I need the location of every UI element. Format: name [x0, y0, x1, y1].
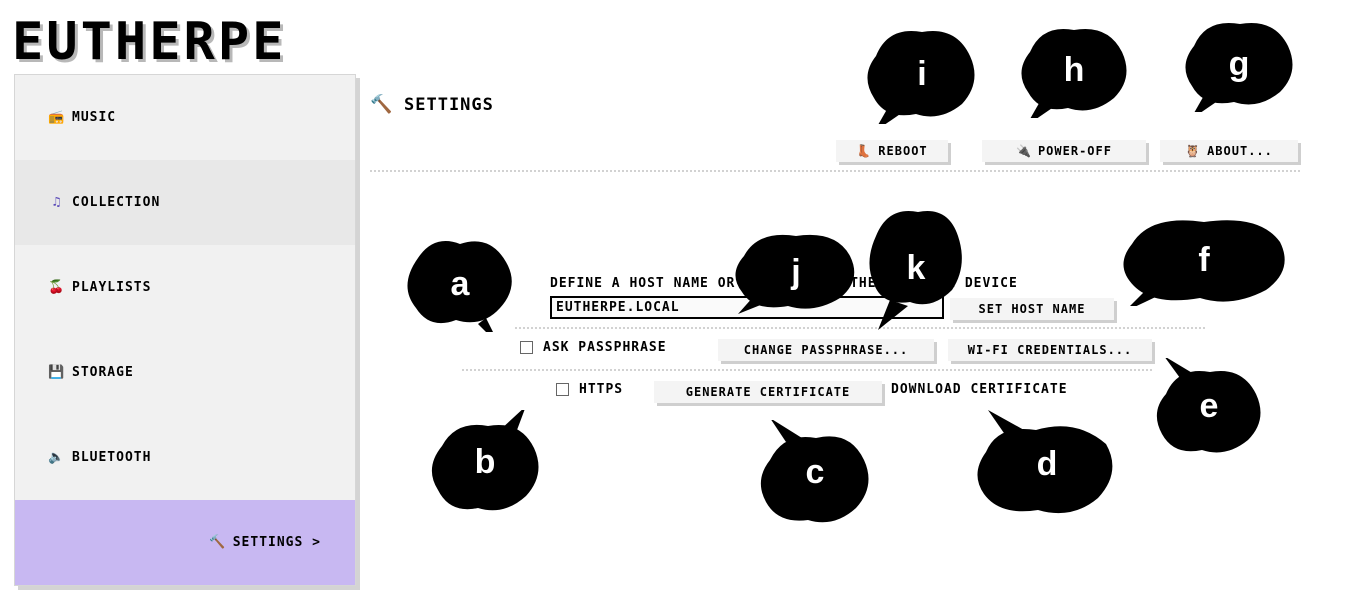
sidebar-item-label: BLUETOOTH [72, 450, 152, 465]
speaker-icon: 🔈 [48, 450, 66, 465]
sidebar-item-storage[interactable]: 💾 STORAGE [15, 330, 355, 415]
sidebar-item-label: PLAYLISTS [72, 280, 152, 295]
sidebar-item-playlists[interactable]: 🍒 PLAYLISTS [15, 245, 355, 330]
sidebar-item-label: STORAGE [72, 365, 134, 380]
ask-passphrase-row: ASK PASSPHRASE [520, 340, 667, 355]
header-divider [370, 170, 1300, 172]
annotation-marker: g [1184, 16, 1294, 120]
annotation-letter: e [1199, 386, 1219, 425]
app-logo: EUTHERPE [12, 12, 287, 72]
floppy-disk-icon: 💾 [48, 365, 66, 380]
power-off-label: POWER-OFF [1037, 144, 1112, 158]
radio-icon: 📻 [48, 110, 66, 125]
generate-certificate-label: GENERATE CERTIFICATE [685, 385, 851, 399]
annotation-letter: c [805, 452, 825, 491]
section-divider [462, 369, 1152, 371]
plug-icon: 🔌 [1016, 144, 1032, 158]
annotation-marker: h [1020, 22, 1128, 126]
owl-icon: 🦉 [1185, 144, 1202, 158]
cherries-icon: 🍒 [48, 280, 66, 295]
page-title: 🔨 SETTINGS [370, 94, 494, 115]
annotation-marker: f [1120, 214, 1288, 312]
annotation-marker: d [976, 410, 1118, 518]
sidebar-item-label: SETTINGS > [232, 535, 321, 550]
annotation-letter: a [450, 264, 470, 303]
sidebar-item-music[interactable]: 📻 MUSIC [15, 75, 355, 160]
https-label: HTTPS [579, 382, 624, 397]
https-row: HTTPS [556, 382, 623, 397]
sidebar-item-bluetooth[interactable]: 🔈 BLUETOOTH [15, 415, 355, 500]
set-host-name-button[interactable]: SET HOST NAME [950, 298, 1114, 320]
https-checkbox[interactable] [556, 383, 569, 396]
annotation-letter: h [1063, 50, 1085, 89]
change-passphrase-button[interactable]: CHANGE PASSPHRASE... [718, 339, 934, 361]
hammer-icon: 🔨 [370, 94, 394, 115]
ask-passphrase-checkbox[interactable] [520, 341, 533, 354]
annotation-marker: j [734, 230, 858, 314]
annotation-marker: e [1156, 356, 1262, 454]
annotation-letter: b [474, 442, 496, 481]
annotation-marker: c [760, 418, 870, 524]
boot-icon: 👢 [856, 144, 873, 158]
sidebar-item-collection[interactable]: ♫ COLLECTION [15, 160, 355, 245]
download-certificate-link[interactable]: DOWNLOAD CERTIFICATE [891, 382, 1068, 397]
music-notes-icon: ♫ [52, 195, 62, 210]
generate-certificate-button[interactable]: GENERATE CERTIFICATE [654, 381, 882, 403]
section-divider [515, 327, 1205, 329]
ask-passphrase-label: ASK PASSPHRASE [543, 340, 667, 355]
about-label: ABOUT... [1207, 144, 1273, 158]
reboot-button[interactable]: 👢 REBOOT [836, 140, 948, 162]
annotation-letter: f [1198, 240, 1210, 279]
annotation-letter: k [906, 248, 926, 287]
annotation-letter: g [1228, 44, 1250, 83]
sidebar: 📻 MUSIC ♫ COLLECTION 🍒 PLAYLISTS 💾 STORA… [14, 74, 356, 586]
annotation-letter: d [1036, 444, 1058, 483]
annotation-marker: k [868, 206, 964, 330]
change-passphrase-label: CHANGE PASSPHRASE... [743, 343, 909, 357]
annotation-marker: a [404, 236, 516, 346]
hammer-icon: 🔨 [209, 535, 227, 550]
annotation-letter: j [791, 252, 801, 291]
sidebar-item-settings[interactable]: 🔨 SETTINGS > [15, 500, 355, 585]
set-host-name-label: SET HOST NAME [978, 302, 1086, 316]
sidebar-item-label: MUSIC [72, 110, 117, 125]
wifi-credentials-label: WI-FI CREDENTIALS... [967, 343, 1133, 357]
annotation-marker: i [866, 24, 978, 132]
power-off-button[interactable]: 🔌 POWER-OFF [982, 140, 1146, 162]
reboot-label: REBOOT [878, 144, 928, 158]
about-button[interactable]: 🦉 ABOUT... [1160, 140, 1298, 162]
annotation-letter: i [917, 54, 927, 93]
page-title-text: SETTINGS [404, 94, 494, 115]
sidebar-item-label: COLLECTION [72, 195, 161, 210]
wifi-credentials-button[interactable]: WI-FI CREDENTIALS... [948, 339, 1152, 361]
annotation-marker: b [430, 406, 540, 514]
